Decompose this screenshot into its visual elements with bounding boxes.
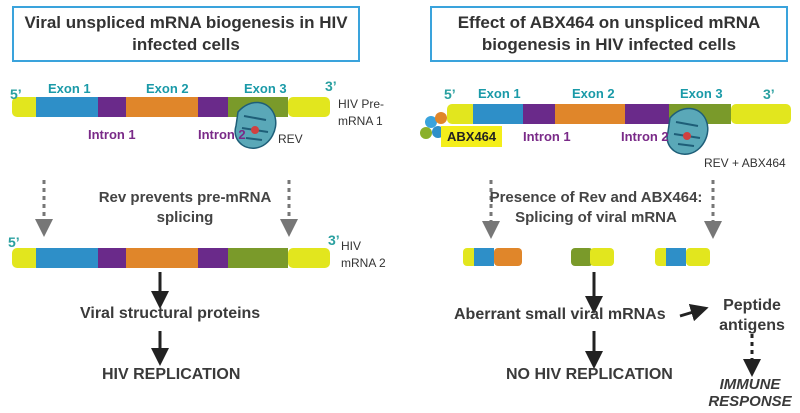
right-step-text: Presence of Rev and ABX464: Splicing of … — [489, 189, 703, 226]
immune-response: IMMUNE RESPONSE — [708, 376, 792, 410]
peptide-antigens: Peptide antigens — [719, 297, 785, 334]
right-exon3-label: Exon 3 — [680, 86, 723, 101]
right-five-prime-label: 5’ — [444, 86, 456, 102]
left-step-text: Rev prevents pre-mRNA splicing — [98, 189, 272, 226]
rev-abx464-label: REV + ABX464 — [704, 156, 786, 170]
left-exon3-label: Exon 3 — [244, 81, 287, 96]
left-three-prime-label: 3’ — [325, 78, 337, 94]
left-exon1-label: Exon 1 — [48, 81, 91, 96]
hiv-replication: HIV REPLICATION — [102, 366, 241, 383]
right-exon1-label: Exon 1 — [478, 86, 521, 101]
left-three-prime-label-2: 3’ — [328, 232, 340, 248]
right-premrna-bar — [447, 104, 791, 124]
spliced-fragment-1 — [463, 248, 522, 266]
spliced-fragment-2 — [571, 248, 614, 266]
left-premrna-bar — [12, 97, 330, 117]
left-intron2-label: Intron 2 — [198, 127, 246, 142]
no-hiv-replication: NO HIV REPLICATION — [506, 366, 673, 383]
right-arrow-to-peptide — [679, 303, 709, 322]
right-intron2-label: Intron 2 — [621, 129, 669, 144]
spliced-fragment-3 — [655, 248, 710, 266]
right-three-prime-label: 3’ — [763, 86, 775, 102]
rev-label: REV — [278, 132, 303, 146]
rev-protein-icon — [234, 101, 277, 149]
left-intron1-label: Intron 1 — [88, 127, 136, 142]
rev-abx464-protein-icon — [666, 107, 709, 155]
aberrant-small-viral-mrnas: Aberrant small viral mRNAs — [454, 306, 666, 323]
left-five-prime-label: 5’ — [10, 86, 22, 102]
right-exon2-label: Exon 2 — [572, 86, 615, 101]
viral-structural-proteins: Viral structural proteins — [80, 305, 261, 322]
abx464-label: ABX464 — [441, 126, 503, 147]
left-mrna2-bar — [12, 248, 330, 268]
right-title: Effect of ABX464 on unspliced mRNA bioge… — [430, 6, 788, 62]
left-exon2-label: Exon 2 — [146, 81, 189, 96]
left-mrna2-label: HIV mRNA 2 — [341, 239, 386, 270]
left-title: Viral unspliced mRNA biogenesis in HIV i… — [12, 6, 360, 62]
left-five-prime-label-2: 5’ — [8, 234, 20, 250]
right-intron1-label: Intron 1 — [523, 129, 571, 144]
left-premrna-label: HIV Pre-mRNA 1 — [338, 97, 385, 128]
